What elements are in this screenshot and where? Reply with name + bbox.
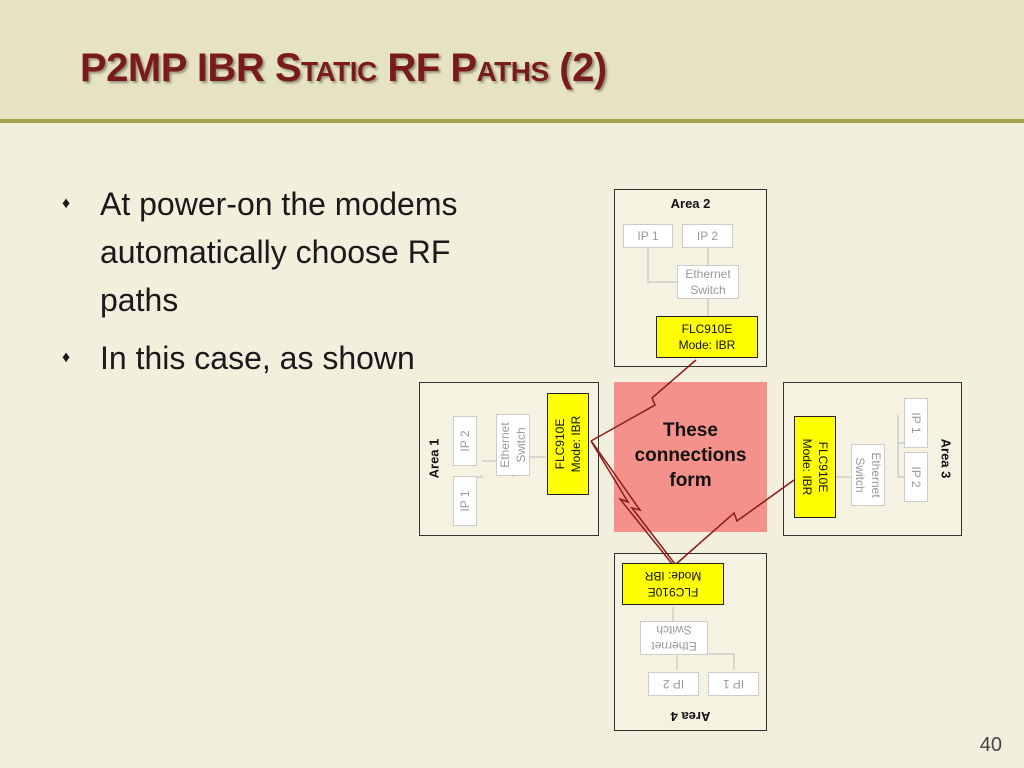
area-2-label: Area 2 (670, 196, 711, 211)
area-4-ip1: IP 1 (708, 672, 759, 696)
header-rule (0, 119, 1024, 123)
area-1-ethernet-switch: Ethernet Switch (496, 414, 530, 476)
area-3-ip1: IP 1 (904, 398, 928, 448)
area-4-label: Area 4 (670, 709, 711, 724)
area-3-label: Area 3 (938, 438, 954, 479)
bullet-item: ♦ In this case, as shown (62, 334, 512, 382)
bullet-list: ♦ At power-on the modems automatically c… (62, 180, 512, 392)
area-2-ip2: IP 2 (682, 224, 733, 248)
area-3-ethernet-switch: Ethernet Switch (851, 444, 885, 506)
area-2-modem: FLC910E Mode: IBR (656, 316, 758, 358)
diamond-bullet-icon: ♦ (62, 195, 71, 212)
area-1-ip2: IP 2 (453, 416, 477, 466)
area-3-modem: FLC910E Mode: IBR (794, 416, 836, 518)
area-3-ip2: IP 2 (904, 452, 928, 502)
area-4-ip2: IP 2 (648, 672, 699, 696)
center-caption: These connections form (634, 420, 747, 491)
bullet-item: ♦ At power-on the modems automatically c… (62, 180, 512, 324)
bullet-text: At power-on the modems automatically cho… (100, 186, 458, 318)
area-4-ethernet-switch: Ethernet Switch (640, 621, 708, 655)
area-4-modem: FLC910E Mode: IBR (622, 563, 724, 605)
diamond-bullet-icon: ♦ (62, 349, 71, 366)
area-2-ethernet-switch: Ethernet Switch (677, 265, 739, 299)
connection-zone (614, 382, 767, 532)
header-band (0, 0, 1024, 119)
slide-title: P2MP IBR Static RF Paths (2) (80, 46, 607, 90)
bullet-text: In this case, as shown (100, 340, 415, 376)
area-1-modem: FLC910E Mode: IBR (547, 393, 589, 495)
page-number: 40 (979, 734, 1002, 756)
area-2-ip1: IP 1 (623, 224, 673, 248)
area-1-ip1: IP 1 (453, 476, 477, 526)
area-1-label: Area 1 (426, 438, 442, 479)
